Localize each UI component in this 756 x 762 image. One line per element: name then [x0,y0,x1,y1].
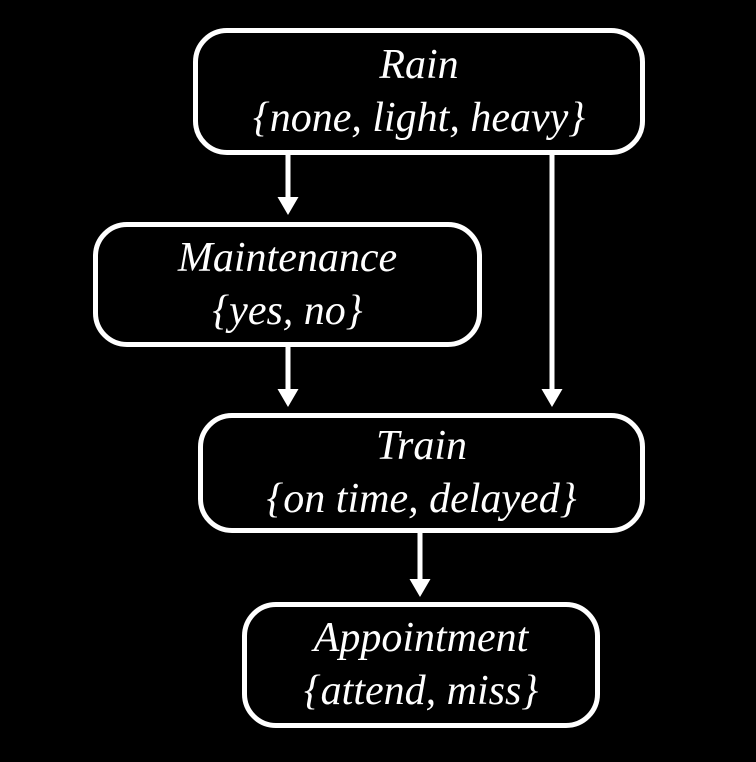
node-train-label: Train [375,423,468,469]
node-rain-label: Rain [379,41,459,88]
node-maintenance-label: Maintenance [177,234,398,281]
node-appointment: Appointment {attend, miss} [242,602,600,728]
node-appointment-values: {attend, miss} [303,668,539,714]
edge-train-to-appointment-arrow [409,533,431,597]
node-rain: Rain {none, light, heavy} [193,28,645,155]
node-maintenance-values: {yes, no} [212,287,363,334]
edge-maintenance-to-train-arrow [277,347,299,407]
edge-rain-to-maintenance-arrow [277,155,299,215]
node-train: Train {on time, delayed} [198,413,645,533]
node-maintenance: Maintenance {yes, no} [93,222,482,347]
node-rain-values: {none, light, heavy} [252,94,586,141]
edge-rain-to-train-arrow [541,153,563,407]
node-appointment-label: Appointment [313,615,529,661]
node-train-values: {on time, delayed} [266,476,577,522]
